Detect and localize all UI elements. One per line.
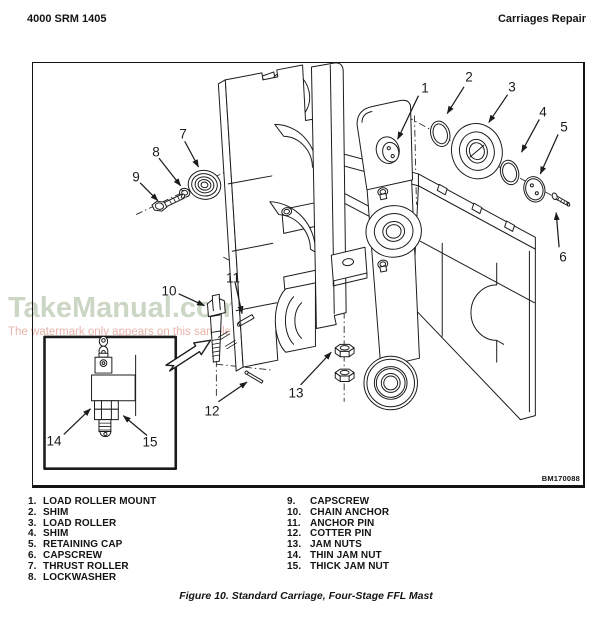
section-title: Carriages Repair [497,13,586,25]
part-item: 9.CAPSCREW [287,496,370,507]
callout-11: 11 [225,270,241,286]
callout-13: 13 [288,385,304,401]
callout-1: 1 [421,80,429,96]
part-item: 4.SHIM [28,528,69,540]
callout-leader-arrows [139,86,560,403]
part-item: 3.LOAD ROLLER [28,517,117,529]
callout-8: 8 [152,144,160,160]
figure-caption: Figure 10. Standard Carriage, Four-Stage… [179,590,433,602]
load-roller-mount-assembly [330,99,422,368]
thrust-roller [187,169,222,200]
callout-15: 15 [142,434,158,450]
part-item: 12.COTTER PIN [287,528,372,540]
anchor-pin [217,314,255,350]
jam-nuts [334,343,355,382]
bottom-load-roller [363,355,418,411]
fork-carriage-plate [412,173,536,421]
part-item: 11.ANCHOR PIN [287,517,375,529]
callout-10: 10 [161,283,177,299]
inset-detail-box [43,335,178,470]
thrust-roller-capscrew [151,193,186,212]
retaining-cap [523,176,546,203]
inset-pointer-arrow [165,339,212,372]
callout-12: 12 [204,403,220,419]
part-item: 13.JAM NUTS [287,539,362,551]
callout-5: 5 [560,119,568,135]
image-code: BM170088 [541,474,580,483]
part-item: 10.CHAIN ANCHOR [287,506,390,518]
cotter-pin [244,370,264,384]
callout-2: 2 [465,69,473,85]
exploded-diagram-illustration [43,63,571,470]
part-item: 7.THRUST ROLLER [28,560,129,572]
shim-lower [499,159,520,186]
part-item: 6.CAPSCREW [28,549,103,561]
parts-list-left-column: 1.LOAD ROLLER MOUNT 2.SHIM 3.LOAD ROLLER… [28,496,287,583]
part-item: 1.LOAD ROLLER MOUNT [28,496,157,507]
callout-4: 4 [539,104,547,120]
callout-7: 7 [179,126,187,142]
part-item: 14.THIN JAM NUT [287,549,382,561]
lower-thrust-roller [274,282,316,353]
part-item: 5.RETAINING CAP [28,539,123,551]
callout-6: 6 [559,249,567,265]
part-item: 8.LOCKWASHER [28,571,117,583]
parts-list-right-column: 9.CAPSCREW 10.CHAIN ANCHOR 11.ANCHOR PIN… [287,496,546,583]
doc-number: 4000 SRM 1405 [27,13,107,25]
callout-9: 9 [132,169,140,185]
retaining-capscrew [551,192,571,207]
load-roller-exploded [450,123,503,180]
callout-3: 3 [508,79,516,95]
figure-box: BM170088 [32,62,585,488]
part-item: 15.THICK JAM NUT [287,560,390,572]
part-item: 2.SHIM [28,506,69,518]
shim-upper [430,120,451,147]
callout-14: 14 [46,433,62,449]
chain-anchor [206,293,226,363]
parts-list: 1.LOAD ROLLER MOUNT 2.SHIM 3.LOAD ROLLER… [28,496,584,583]
inner-mast-slab [310,63,347,329]
